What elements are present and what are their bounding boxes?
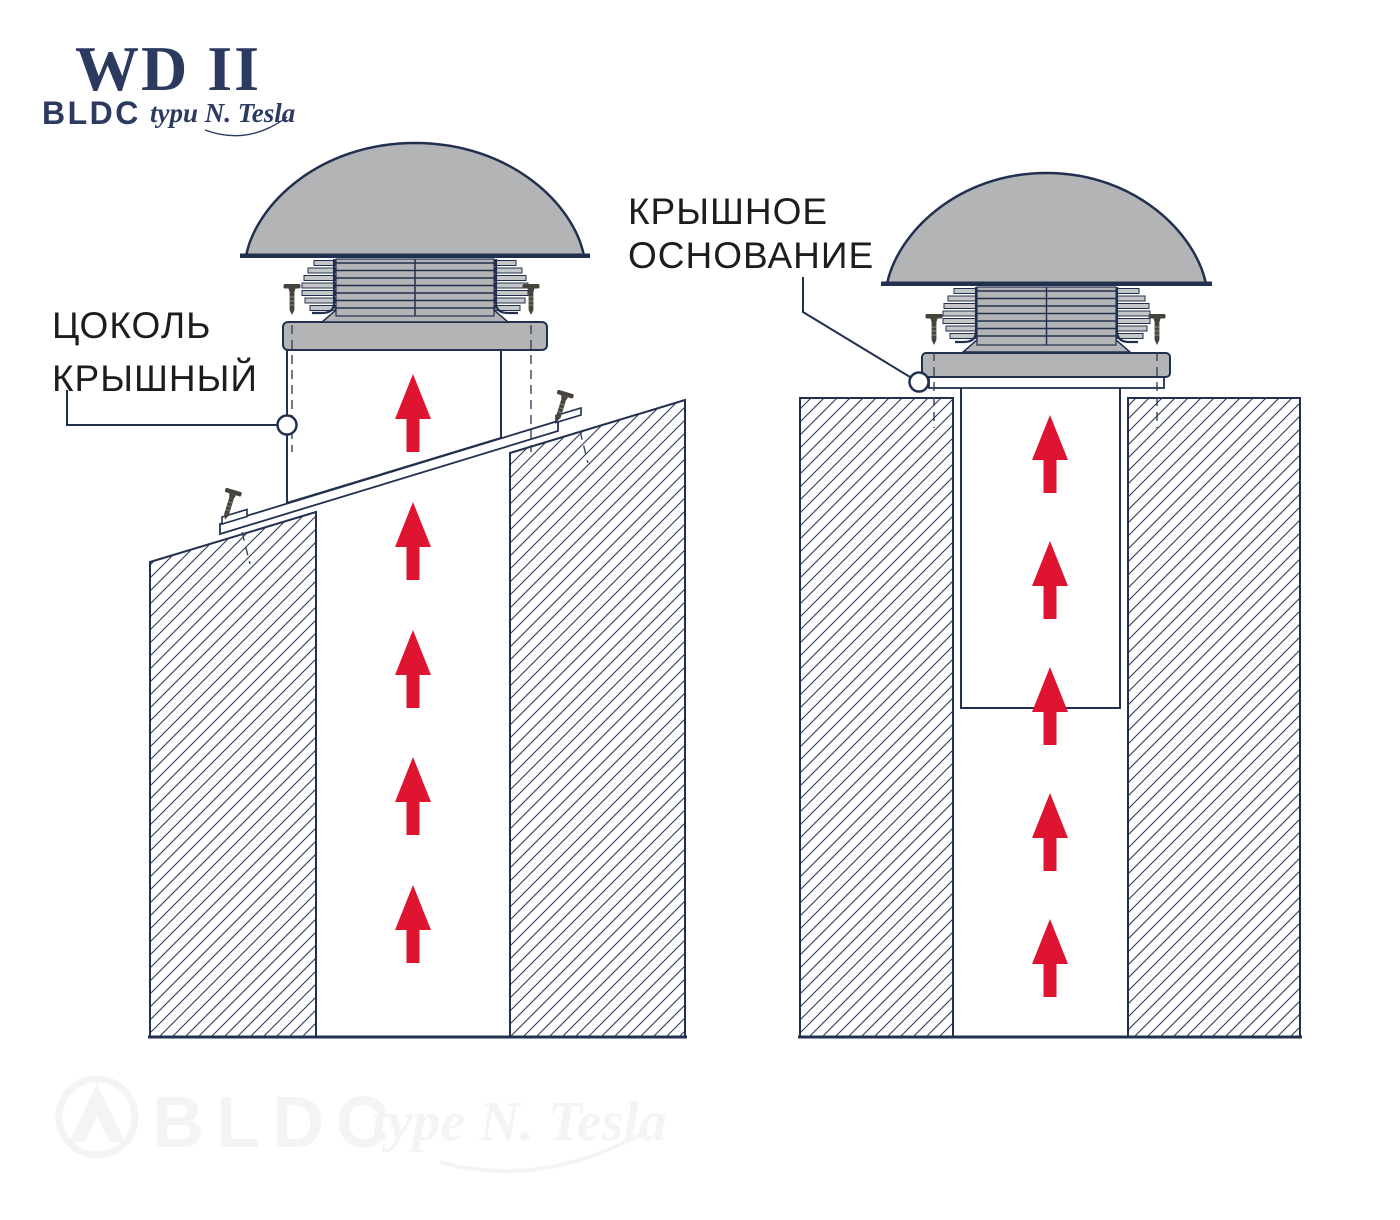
louver-fins: [942, 288, 1151, 339]
louver-leg-left: [955, 287, 978, 344]
airflow-arrow: [1032, 919, 1068, 997]
callout-label-base-line1: КРЫШНОЕ: [628, 191, 828, 232]
airflow-arrow: [395, 502, 431, 580]
airflow-arrow: [395, 630, 431, 708]
callout-label-base-line2: ОСНОВАНИЕ: [628, 235, 874, 276]
logo-script-flourish: [204, 116, 288, 137]
airflow-arrow: [1032, 667, 1068, 745]
watermark-mountain-icon: [69, 1084, 125, 1142]
roof-wall-right: [1127, 397, 1301, 1038]
callout-leader-line: [66, 390, 277, 426]
watermark: BLDC type N. Tesla: [55, 1075, 667, 1174]
fan-dome: [885, 171, 1208, 286]
watermark-logo-icon: [55, 1075, 139, 1159]
airflow-arrows: [1032, 415, 1068, 997]
flange-tab-left: [221, 508, 248, 526]
duct-tube: [960, 385, 1121, 709]
logo-brand: BLDC: [42, 95, 141, 131]
logo-title: WD II: [75, 33, 261, 104]
dome-brim: [240, 253, 590, 258]
logo-script-text: typu N. Tesla: [150, 98, 295, 128]
screw-icon: [925, 313, 943, 346]
dome-brim: [881, 281, 1212, 286]
left-diagram: ЦОКОЛЬ КРЫШНЫЙ: [52, 141, 687, 1039]
screw-icon: [283, 283, 301, 316]
louver-leg-right: [1115, 287, 1138, 344]
watermark-brand: BLDC: [152, 1083, 400, 1163]
airflow-arrow: [1032, 541, 1068, 619]
airflow-arrow: [1032, 415, 1068, 493]
flange-tab-right: [555, 406, 582, 424]
callout-leader-line: [802, 277, 911, 378]
airflow-arrow: [395, 374, 431, 452]
roof-wall-right: [509, 398, 686, 1038]
header-logo: WD II BLDC typu N. Tesla: [42, 33, 295, 137]
screw-guide-dashed-line: [579, 430, 589, 464]
louver-leg-right: [494, 259, 518, 315]
louver-leg-left: [312, 259, 336, 315]
fan-base-plate: [921, 352, 1171, 378]
airflow-arrow: [1032, 793, 1068, 871]
callout-label-socle-line1: ЦОКОЛЬ: [52, 305, 211, 346]
callout-circle: [908, 371, 930, 393]
airflow-arrows: [395, 374, 431, 963]
roof-wall-left: [799, 397, 954, 1038]
louver-assembly: [942, 286, 1151, 353]
watermark-script-flourish: [439, 1130, 646, 1174]
louver-assembly: [301, 258, 529, 323]
fan-dome: [244, 141, 586, 258]
callout-label-socle-line2: КРЫШНЫЙ: [52, 357, 258, 399]
callout-circle: [276, 414, 298, 436]
watermark-script-text: type N. Tesla: [372, 1091, 667, 1153]
airflow-arrow: [395, 885, 431, 963]
screw-icon: [1148, 313, 1166, 346]
screw-guide-dashed-line: [241, 531, 251, 565]
right-diagram: КРЫШНОЕ ОСНОВАНИЕ: [628, 171, 1302, 1039]
fan-base-plate: [282, 321, 548, 351]
roof-wall-left: [149, 510, 317, 1038]
airflow-arrow: [395, 757, 431, 835]
